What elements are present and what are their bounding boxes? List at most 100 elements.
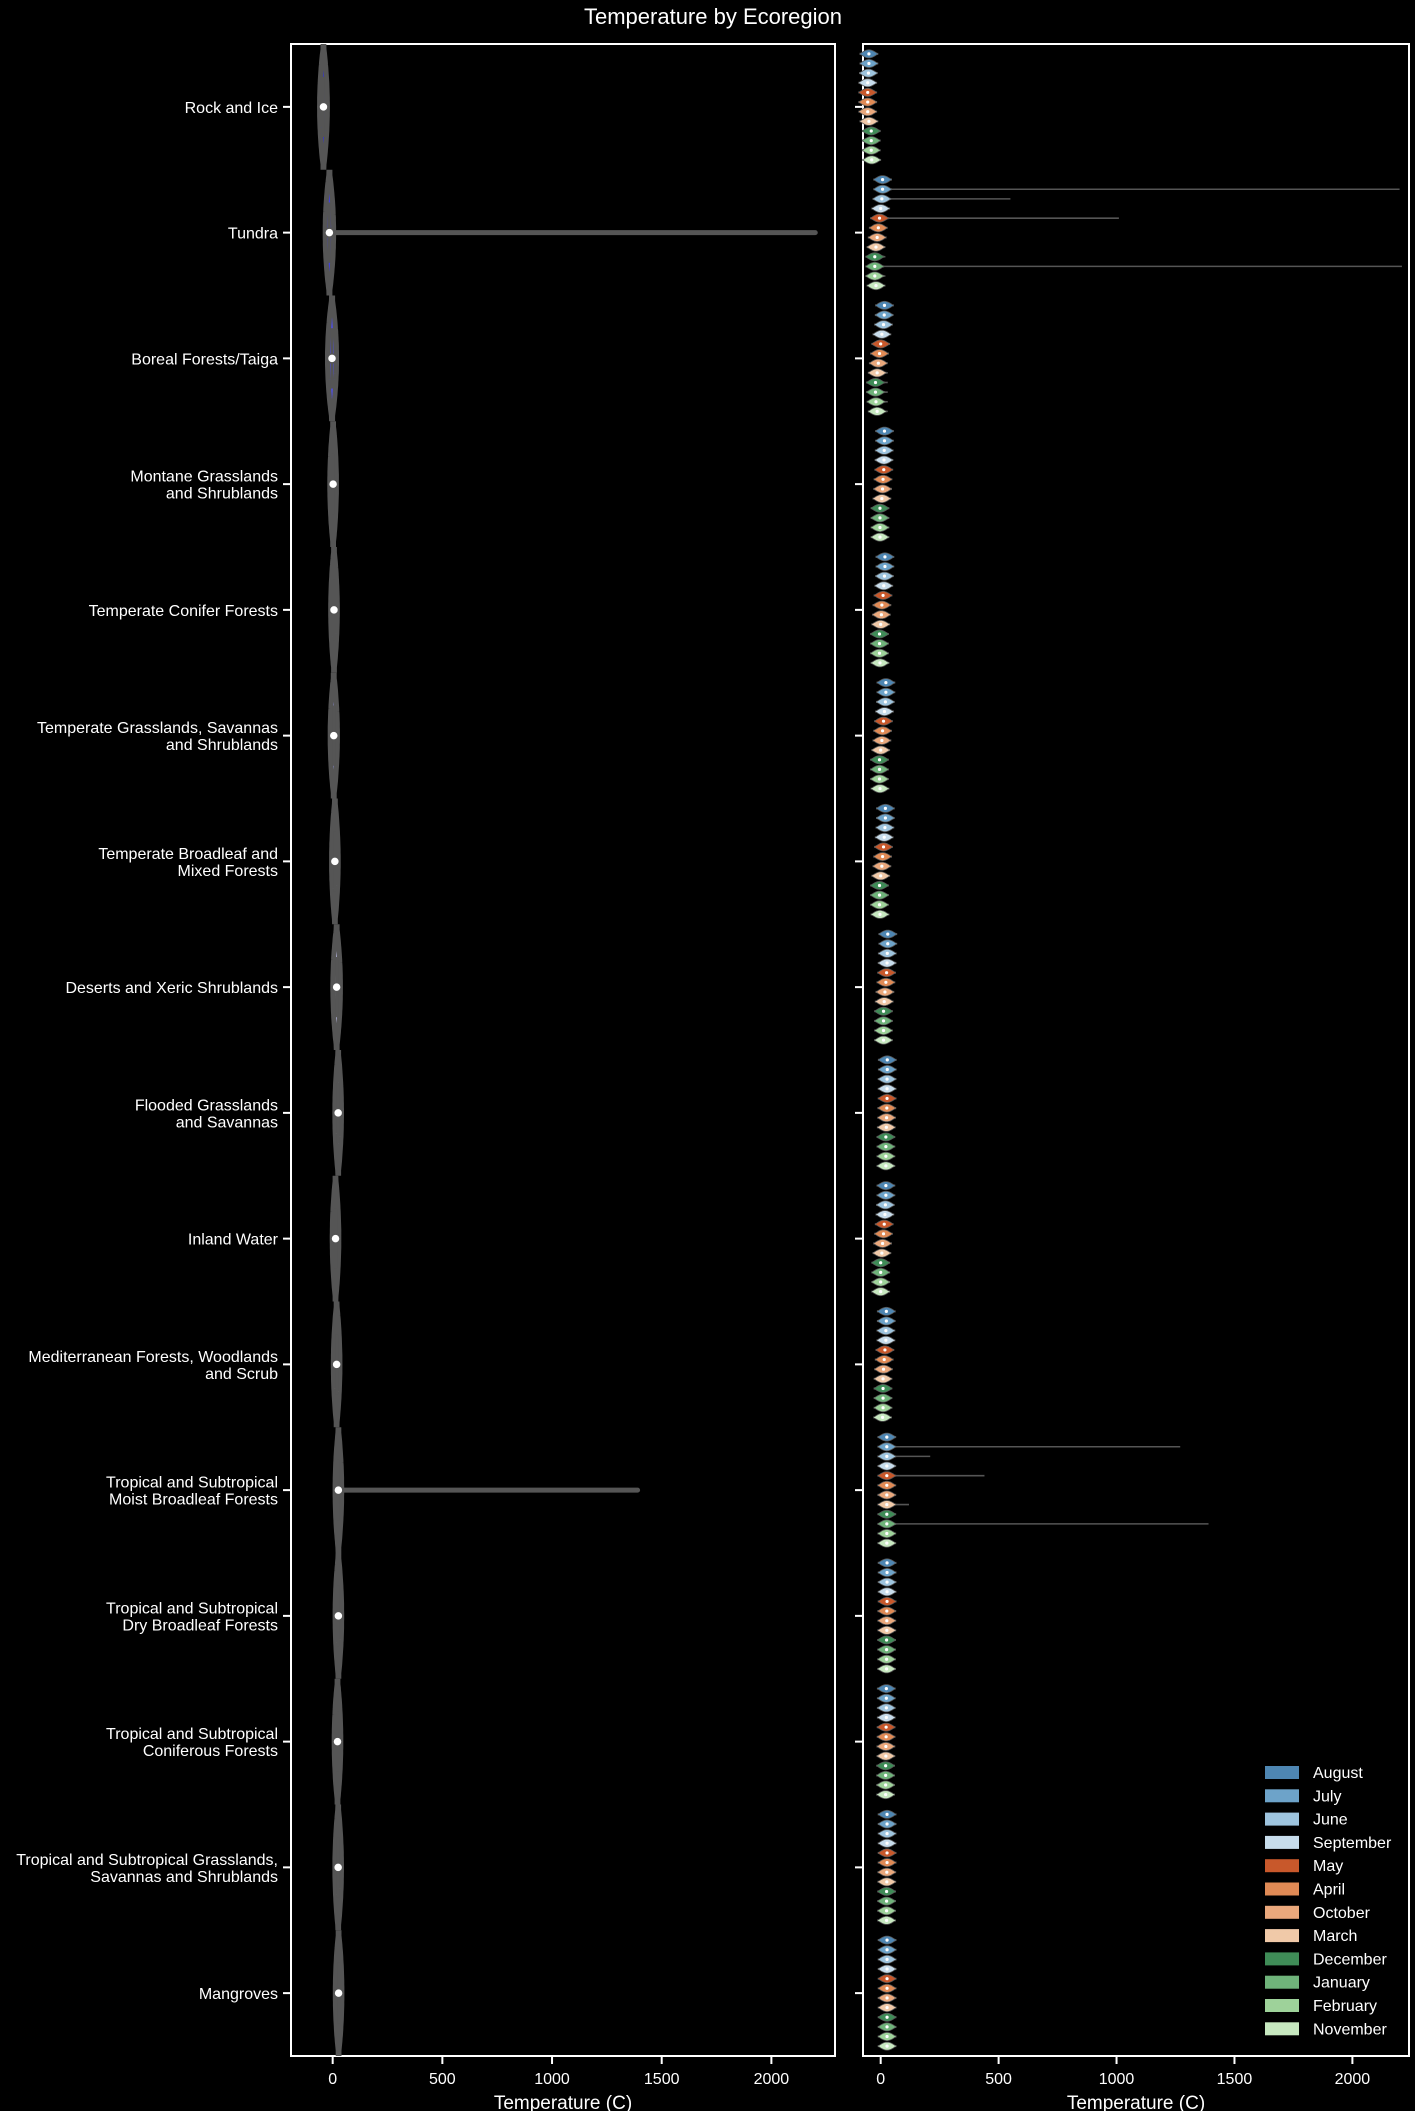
month-median-dot (878, 912, 882, 916)
month-median-dot (885, 1986, 889, 1990)
month-median-dot (885, 1531, 889, 1536)
month-median-dot (885, 1599, 889, 1604)
legend-swatch (1265, 1999, 1299, 2012)
month-median-dot (882, 468, 886, 472)
x-tick-label: 1500 (644, 2071, 680, 2088)
month-median-dot (884, 1338, 888, 1342)
median-dot (327, 478, 339, 490)
month-median-dot (885, 1096, 889, 1101)
y-tick-label-line: Boreal Forests/Taiga (131, 351, 278, 368)
month-median-dot (881, 477, 885, 481)
month-median-dot (884, 971, 889, 975)
median-dot (332, 1862, 344, 1873)
month-median-dot (885, 1938, 889, 1942)
x-tick-label: 2000 (754, 2071, 790, 2088)
month-median-dot (883, 564, 887, 569)
month-median-dot (886, 942, 890, 946)
month-median-dot (882, 584, 886, 588)
month-median-dot (884, 1638, 889, 1642)
legend-swatch (1265, 2022, 1299, 2036)
month-median-dot (880, 187, 885, 191)
month-median-dot (881, 1367, 886, 1371)
month-median-dot (867, 61, 871, 66)
month-median-dot (866, 90, 870, 95)
y-tick-label-line: Savannas and Shrublands (90, 1869, 278, 1886)
month-median-dot (885, 1580, 889, 1584)
y-tick-label-line: Flooded Grasslands (135, 1097, 278, 1114)
month-median-dot (875, 371, 879, 375)
month-median-dot (885, 1058, 889, 1062)
month-median-dot (875, 409, 879, 413)
x-axis-label: Temperature (C) (494, 2093, 632, 2111)
month-median-dot (885, 1570, 889, 1575)
month-median-dot (880, 738, 884, 743)
month-median-dot (885, 1822, 889, 1826)
y-tick-label-line: Deserts and Xeric Shrublands (65, 980, 278, 997)
month-median-dot (884, 1909, 889, 1913)
x-tick-label: 0 (876, 2071, 885, 2088)
month-median-dot (885, 1067, 889, 1072)
y-tick-label: Mangroves (199, 1986, 278, 2003)
month-median-dot (869, 139, 873, 143)
month-median-dot (884, 1116, 889, 1120)
month-median-dot (873, 380, 878, 385)
month-median-dot (882, 1357, 886, 1362)
y-tick-label-line: Coniferous Forests (143, 1743, 278, 1760)
month-median-dot (879, 342, 883, 346)
month-median-dot (885, 1977, 889, 1981)
y-tick-label-line: Tropical and Subtropical Grasslands, (16, 1852, 278, 1869)
legend-swatch (1265, 1766, 1299, 1779)
month-median-dot (885, 1493, 889, 1497)
month-median-dot (886, 932, 890, 936)
month-median-dot (883, 700, 888, 704)
month-median-dot (884, 1754, 888, 1758)
month-median-dot (884, 1193, 888, 1197)
y-tick-label-line: Temperate Broadleaf and (98, 846, 278, 863)
y-tick-label: Inland Water (188, 1232, 279, 1249)
month-median-dot (885, 2025, 889, 2029)
month-median-dot (877, 883, 882, 888)
legend-swatch (1265, 1789, 1299, 1803)
month-median-dot (879, 1261, 883, 1265)
month-median-dot (866, 71, 871, 75)
legend-label: December (1313, 1951, 1387, 1968)
month-median-dot (881, 1396, 885, 1400)
median-dot (332, 1107, 344, 1119)
month-median-dot (885, 2034, 889, 2039)
month-median-dot (877, 777, 882, 781)
month-median-dot (884, 681, 888, 685)
month-median-dot (880, 487, 885, 491)
month-median-dot (884, 690, 888, 694)
y-tick-label-line: Montane Grasslands (130, 469, 278, 486)
y-tick-label-line: Tropical and Subtropical (106, 1600, 278, 1617)
legend-label: September (1313, 1835, 1392, 1852)
legend-swatch (1265, 1975, 1299, 1989)
month-median-dot (882, 835, 886, 839)
month-median-dot (885, 1464, 889, 1468)
month-median-dot (885, 1832, 889, 1836)
month-median-dot (881, 719, 886, 723)
month-median-dot (878, 787, 882, 791)
month-median-dot (884, 1783, 888, 1787)
month-median-dot (874, 284, 878, 288)
month-median-dot (883, 1348, 887, 1352)
month-median-dot (885, 1087, 889, 1091)
median-dot (333, 1987, 344, 1999)
legend-label: November (1313, 2021, 1387, 2038)
x-tick-label: 2000 (1335, 2071, 1371, 2088)
median-dot (333, 1484, 344, 1496)
month-median-dot (880, 1251, 884, 1255)
month-median-dot (882, 448, 886, 452)
median-dot (329, 856, 341, 867)
y-tick-label: Rock and Ice (185, 100, 278, 117)
y-tick-label: Temperate Conifer Forests (89, 603, 278, 620)
month-median-dot (879, 1280, 883, 1284)
left-axes-frame (290, 43, 836, 2057)
month-median-dot (883, 826, 887, 830)
median-dot (330, 1233, 341, 1244)
month-median-dot (881, 323, 886, 327)
month-median-dot (879, 206, 883, 211)
month-median-dot (884, 1154, 888, 1158)
